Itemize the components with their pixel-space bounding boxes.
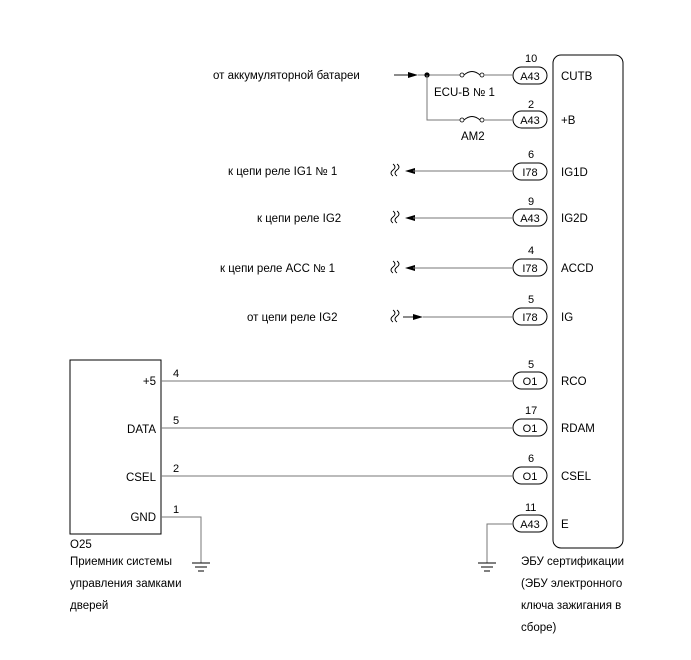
pin-number: 10 <box>525 53 537 65</box>
receiver-pin-label: GND <box>130 512 156 524</box>
break-icon <box>390 260 400 274</box>
ecu-caption: (ЭБУ электронного <box>521 578 622 590</box>
pin-number: 5 <box>528 359 534 371</box>
receiver-pin-label: DATA <box>127 424 156 436</box>
connector-code: O1 <box>523 423 538 435</box>
receiver-code: O25 <box>70 539 92 551</box>
ecu-caption: ключа зажигания в <box>521 600 621 612</box>
pin-name: IG2D <box>561 213 588 225</box>
connector-code: I78 <box>522 263 537 275</box>
receiver-box <box>69 359 162 535</box>
pin-number: 6 <box>528 453 534 465</box>
fuse-terminal <box>479 72 485 78</box>
receiver-caption: дверей <box>70 600 108 612</box>
ecu-pin-6-csel: 6 CSEL <box>528 453 592 483</box>
connector-code: I78 <box>522 312 537 324</box>
pin-name: IG <box>561 312 573 324</box>
wire <box>426 75 460 121</box>
pin-number: 17 <box>525 405 537 417</box>
ecu-pin-9: 9 IG2D <box>528 196 588 225</box>
pin-number: 2 <box>528 99 534 111</box>
pin-name: +B <box>561 115 576 127</box>
arrow-right-icon <box>413 314 423 320</box>
ground-icon <box>192 562 210 572</box>
receiver-caption: Приемник системы <box>70 556 172 568</box>
pin-name: RCO <box>561 376 587 388</box>
receiver-pin-label: +5 <box>143 376 156 388</box>
relay-line-ig2: к цепи реле IG2 <box>257 210 513 225</box>
relay-line-ig-in: от цепи реле IG2 <box>247 309 513 324</box>
fuse-ecu-b-label: ECU-B № 1 <box>434 87 495 99</box>
break-icon <box>390 210 400 224</box>
ecu-pin-11: 11 E <box>525 502 569 531</box>
pin-name: CUTB <box>561 71 593 83</box>
left-label: к цепи реле ACC № 1 <box>220 263 335 275</box>
connector-code: I78 <box>522 167 537 179</box>
connector-code: A43 <box>520 213 540 225</box>
break-icon <box>390 163 400 177</box>
arrow-left-icon <box>405 168 415 174</box>
connector-code: O1 <box>523 376 538 388</box>
fuse-terminal <box>459 72 465 78</box>
left-label: к цепи реле IG1 № 1 <box>228 166 337 178</box>
receiver-caption: управления замками <box>70 578 182 590</box>
ecu-pin-4: 4 ACCD <box>528 245 594 275</box>
fuse-icon <box>463 71 481 76</box>
connector-code: A43 <box>520 71 540 83</box>
fuse-terminal <box>459 117 465 123</box>
ecu-pin-2: 2 +B <box>528 99 576 127</box>
pin-number: 11 <box>525 502 536 514</box>
connector-ovals: A43 A43 I78 A43 I78 I78 O1 O1 O1 A43 <box>512 66 548 533</box>
pin-number: 9 <box>528 196 534 208</box>
ground-icon <box>478 562 496 572</box>
ecu-caption: сборе) <box>521 622 557 634</box>
fuse-am2-label: AM2 <box>461 131 485 143</box>
pin-name: IG1D <box>561 167 588 179</box>
pin-number: 4 <box>528 245 534 257</box>
battery-source-label: от аккумуляторной батареи <box>213 70 360 82</box>
break-icon <box>390 309 400 323</box>
left-label: к цепи реле IG2 <box>257 213 341 225</box>
ecu-caption: ЭБУ сертификации <box>521 556 624 568</box>
relay-line-acc: к цепи реле ACC № 1 <box>220 260 513 275</box>
connector-code: O1 <box>523 471 538 483</box>
ecu-pin-10: 10 CUTB <box>525 53 593 83</box>
fuse-terminal <box>479 117 485 123</box>
wire-ecu-gnd <box>486 523 513 563</box>
receiver-pin-label: CSEL <box>126 472 157 484</box>
pin-number: 6 <box>528 149 534 161</box>
pin-name: CSEL <box>561 471 592 483</box>
ecu-pin-6: 6 IG1D <box>528 149 588 179</box>
ecu-pin-17: 17 RDAM <box>525 405 595 435</box>
pin-name: E <box>561 519 569 531</box>
pin-name: RDAM <box>561 423 595 435</box>
arrow-left-icon <box>405 215 415 221</box>
arrow-right-icon <box>408 72 418 78</box>
pin-number: 5 <box>528 294 534 306</box>
pin-name: ACCD <box>561 263 594 275</box>
left-label: от цепи реле IG2 <box>247 312 338 324</box>
arrow-left-icon <box>405 265 415 271</box>
connector-code: A43 <box>520 115 540 127</box>
ecu-pin-5-rco: 5 RCO <box>528 359 587 388</box>
ecu-pin-5-ig: 5 IG <box>528 294 573 324</box>
relay-line-ig1: к цепи реле IG1 № 1 <box>228 163 513 178</box>
fuse-icon <box>463 116 481 121</box>
receiver-pin-number: 2 <box>173 463 179 475</box>
ecu-module-box <box>552 54 624 549</box>
receiver-pin-number: 5 <box>173 415 179 427</box>
receiver-pin-number: 1 <box>173 504 179 516</box>
receiver-pin-number: 4 <box>173 368 179 380</box>
connector-code: A43 <box>520 519 540 531</box>
wire-gnd <box>161 516 202 563</box>
